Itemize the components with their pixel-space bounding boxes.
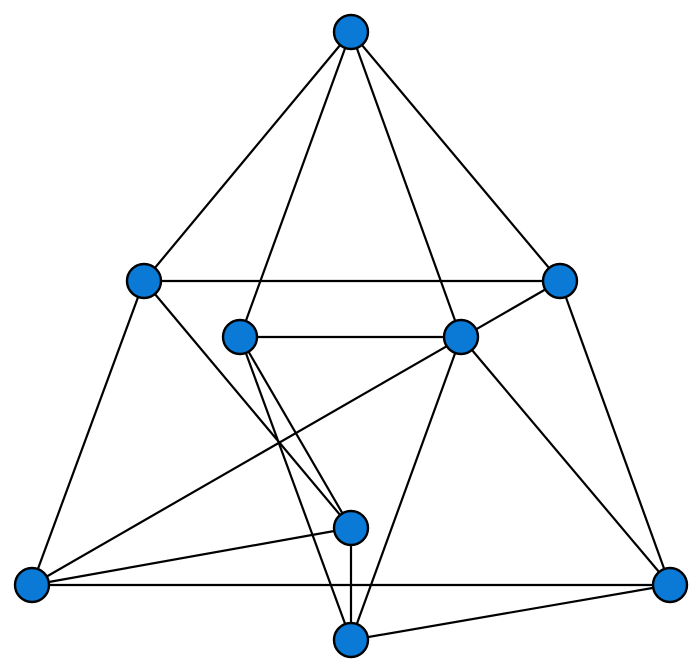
node-n2: [221, 318, 259, 356]
edge-layer: [30, 30, 672, 642]
edge-n3-n8: [349, 335, 463, 642]
node-n6: [332, 509, 370, 547]
edge-n3-n7: [459, 335, 672, 587]
node-n8: [332, 621, 370, 659]
edge-n0-n3: [349, 30, 463, 339]
edge-n1-n6: [142, 279, 353, 530]
node-n7: [651, 566, 689, 604]
node-n3: [442, 318, 480, 356]
edge-n0-n2: [238, 30, 353, 339]
edge-n4-n7: [558, 279, 672, 587]
node-n5: [13, 566, 51, 604]
edge-n5-n6: [30, 526, 353, 587]
node-layer: [13, 13, 689, 659]
node-n0: [332, 13, 370, 51]
edge-n1-n5: [30, 279, 146, 587]
edge-n4-n5: [30, 279, 562, 587]
node-n1: [125, 262, 163, 300]
edge-n0-n1: [142, 30, 353, 283]
edge-n2-n8: [238, 335, 353, 642]
edge-n7-n8: [349, 583, 672, 642]
node-n4: [541, 262, 579, 300]
edge-n0-n4: [349, 30, 562, 283]
